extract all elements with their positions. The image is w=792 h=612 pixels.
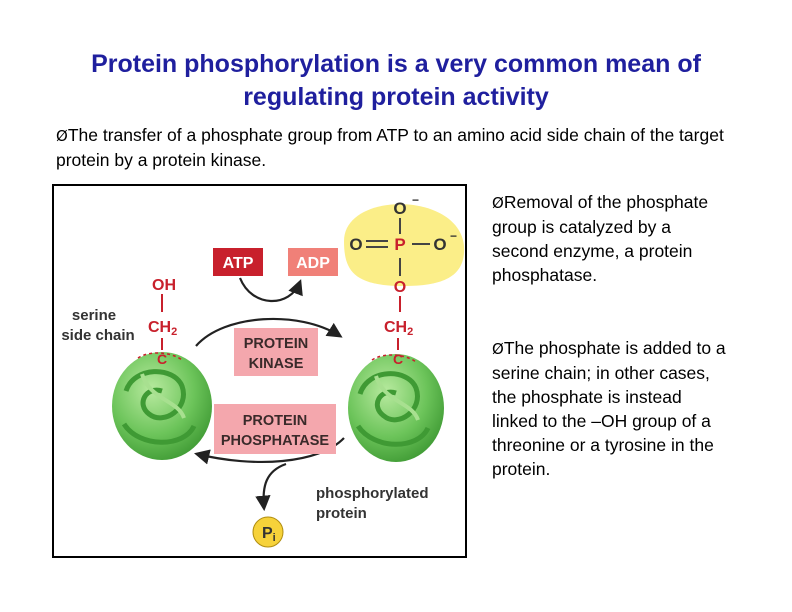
- serine-label-2: side chain: [61, 327, 134, 344]
- adp-label: ADP: [296, 255, 330, 272]
- pi-release-arrow: [255, 462, 287, 512]
- protein-phosphatase-box: [214, 404, 336, 454]
- phosphorylated-protein: [348, 354, 444, 462]
- atp-label: ATP: [223, 255, 254, 272]
- bullet-text: The phosphate is added to a serine chain…: [492, 338, 726, 479]
- bullet-text: Removal of the phosphate group is cataly…: [492, 192, 709, 285]
- right-oxygen: O: [433, 235, 446, 254]
- atp-box: [213, 248, 263, 276]
- kinase-reaction-arrow: [195, 317, 343, 347]
- left-c-atom: C: [157, 351, 167, 367]
- top-oxygen: O: [393, 199, 406, 218]
- kinase-label-2: KINASE: [249, 356, 304, 372]
- adp-box: [288, 248, 338, 276]
- top-oxygen-charge: −: [412, 193, 419, 207]
- bullet-serine-chain: ØThe phosphate is added to a serine chai…: [492, 336, 732, 481]
- right-ch2: CH2: [384, 319, 413, 338]
- left-oh: OH: [152, 277, 176, 294]
- diagram-canvas: ATP ADP PROTEIN KINASE PROTEIN PHOSPHATA…: [61, 193, 465, 548]
- phosphorylated-label-1: phosphorylated: [316, 485, 429, 502]
- bullet-arrow-icon: Ø: [56, 127, 68, 145]
- phosphate-halo: [344, 204, 465, 286]
- atp-to-adp-arrow: [238, 277, 303, 303]
- phosphatase-label-1: PROTEIN: [243, 413, 307, 429]
- serine-label-1: serine: [72, 307, 116, 324]
- phosphorus-atom: P: [394, 235, 405, 254]
- phosphorylated-label-2: protein: [316, 505, 367, 522]
- bullet-text: The transfer of a phosphate group from A…: [56, 125, 724, 170]
- right-c-atom: C: [393, 351, 403, 367]
- bullet-kinase-transfer: ØThe transfer of a phosphate group from …: [56, 123, 746, 172]
- phosphorylation-diagram: ATP ADP PROTEIN KINASE PROTEIN PHOSPHATA…: [52, 184, 467, 558]
- bullet-phosphatase-removal: ØRemoval of the phosphate group is catal…: [492, 190, 732, 287]
- unphosphorylated-protein: [112, 352, 212, 460]
- bridge-oxygen: O: [394, 279, 406, 296]
- bullet-arrow-icon: Ø: [492, 340, 504, 358]
- bullet-arrow-icon: Ø: [492, 194, 504, 212]
- left-ch2: CH2: [148, 319, 177, 338]
- slide-title: Protein phosphorylation is a very common…: [91, 50, 701, 111]
- inorganic-phosphate-label: Pi: [262, 525, 276, 544]
- left-oxygen: O: [349, 235, 362, 254]
- inorganic-phosphate-circle: [252, 516, 284, 548]
- protein-kinase-box: [234, 328, 318, 376]
- kinase-label-1: PROTEIN: [244, 336, 308, 352]
- phosphatase-label-2: PHOSPHATASE: [221, 433, 330, 449]
- right-oxygen-charge: −: [450, 229, 457, 243]
